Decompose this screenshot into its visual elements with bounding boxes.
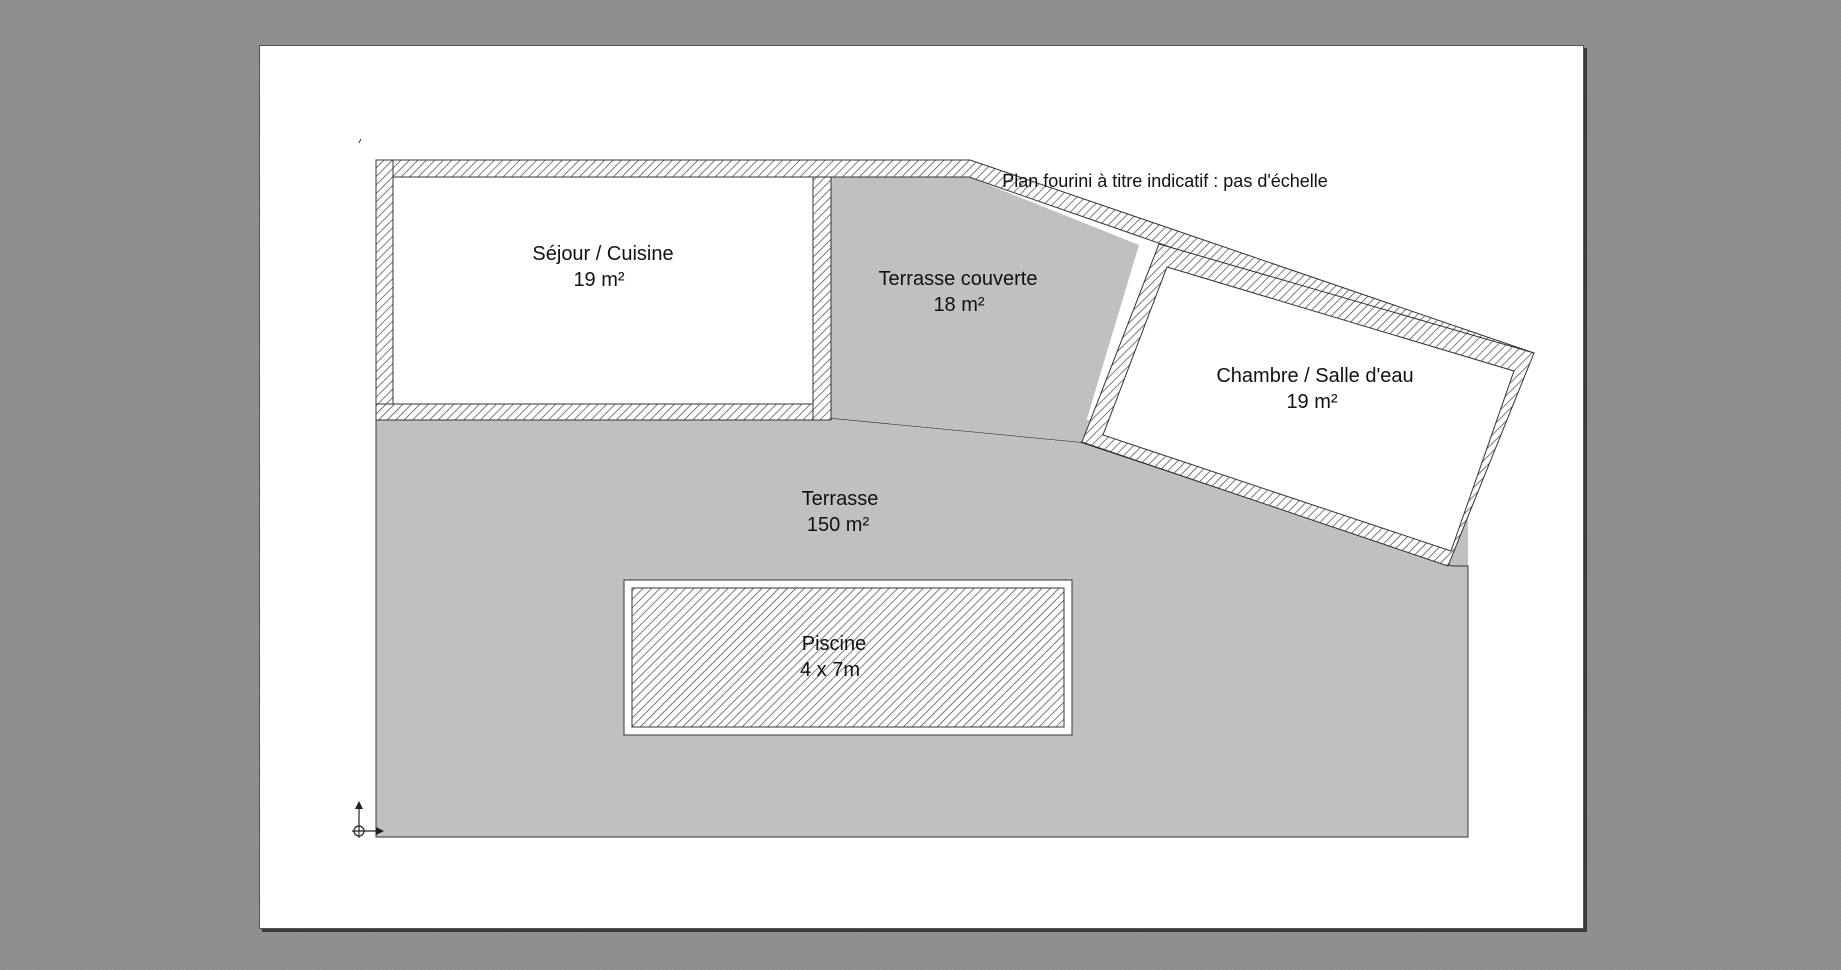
terrasse-area-label: 150 m² [807,514,870,536]
sejour-name: Séjour / Cuisine [532,243,673,265]
piscine-basin [631,587,1065,728]
floor-plan: Plan fourini à titre indicatif : pas d'é… [352,138,1535,838]
note-text: Plan fourini à titre indicatif : pas d'é… [1002,171,1328,191]
terrasse-couverte-area [831,177,1139,442]
origin-crosshair-icon [352,801,384,838]
piscine-name: Piscine [802,633,866,655]
chambre-room [1102,266,1515,552]
piscine-size: 4 x 7m [800,659,860,681]
terrasse-name: Terrasse [802,488,879,510]
drawing-sheet: Plan fourini à titre indicatif : pas d'é… [259,45,1584,929]
sejour-room [392,176,814,405]
chambre-area: 19 m² [1286,391,1337,413]
reference-tick [358,138,362,144]
terrasse-couverte-name: Terrasse couverte [879,268,1038,290]
sejour-area: 19 m² [573,269,624,291]
terrasse-couverte-area: 18 m² [933,294,984,316]
chambre-name: Chambre / Salle d'eau [1216,365,1413,387]
